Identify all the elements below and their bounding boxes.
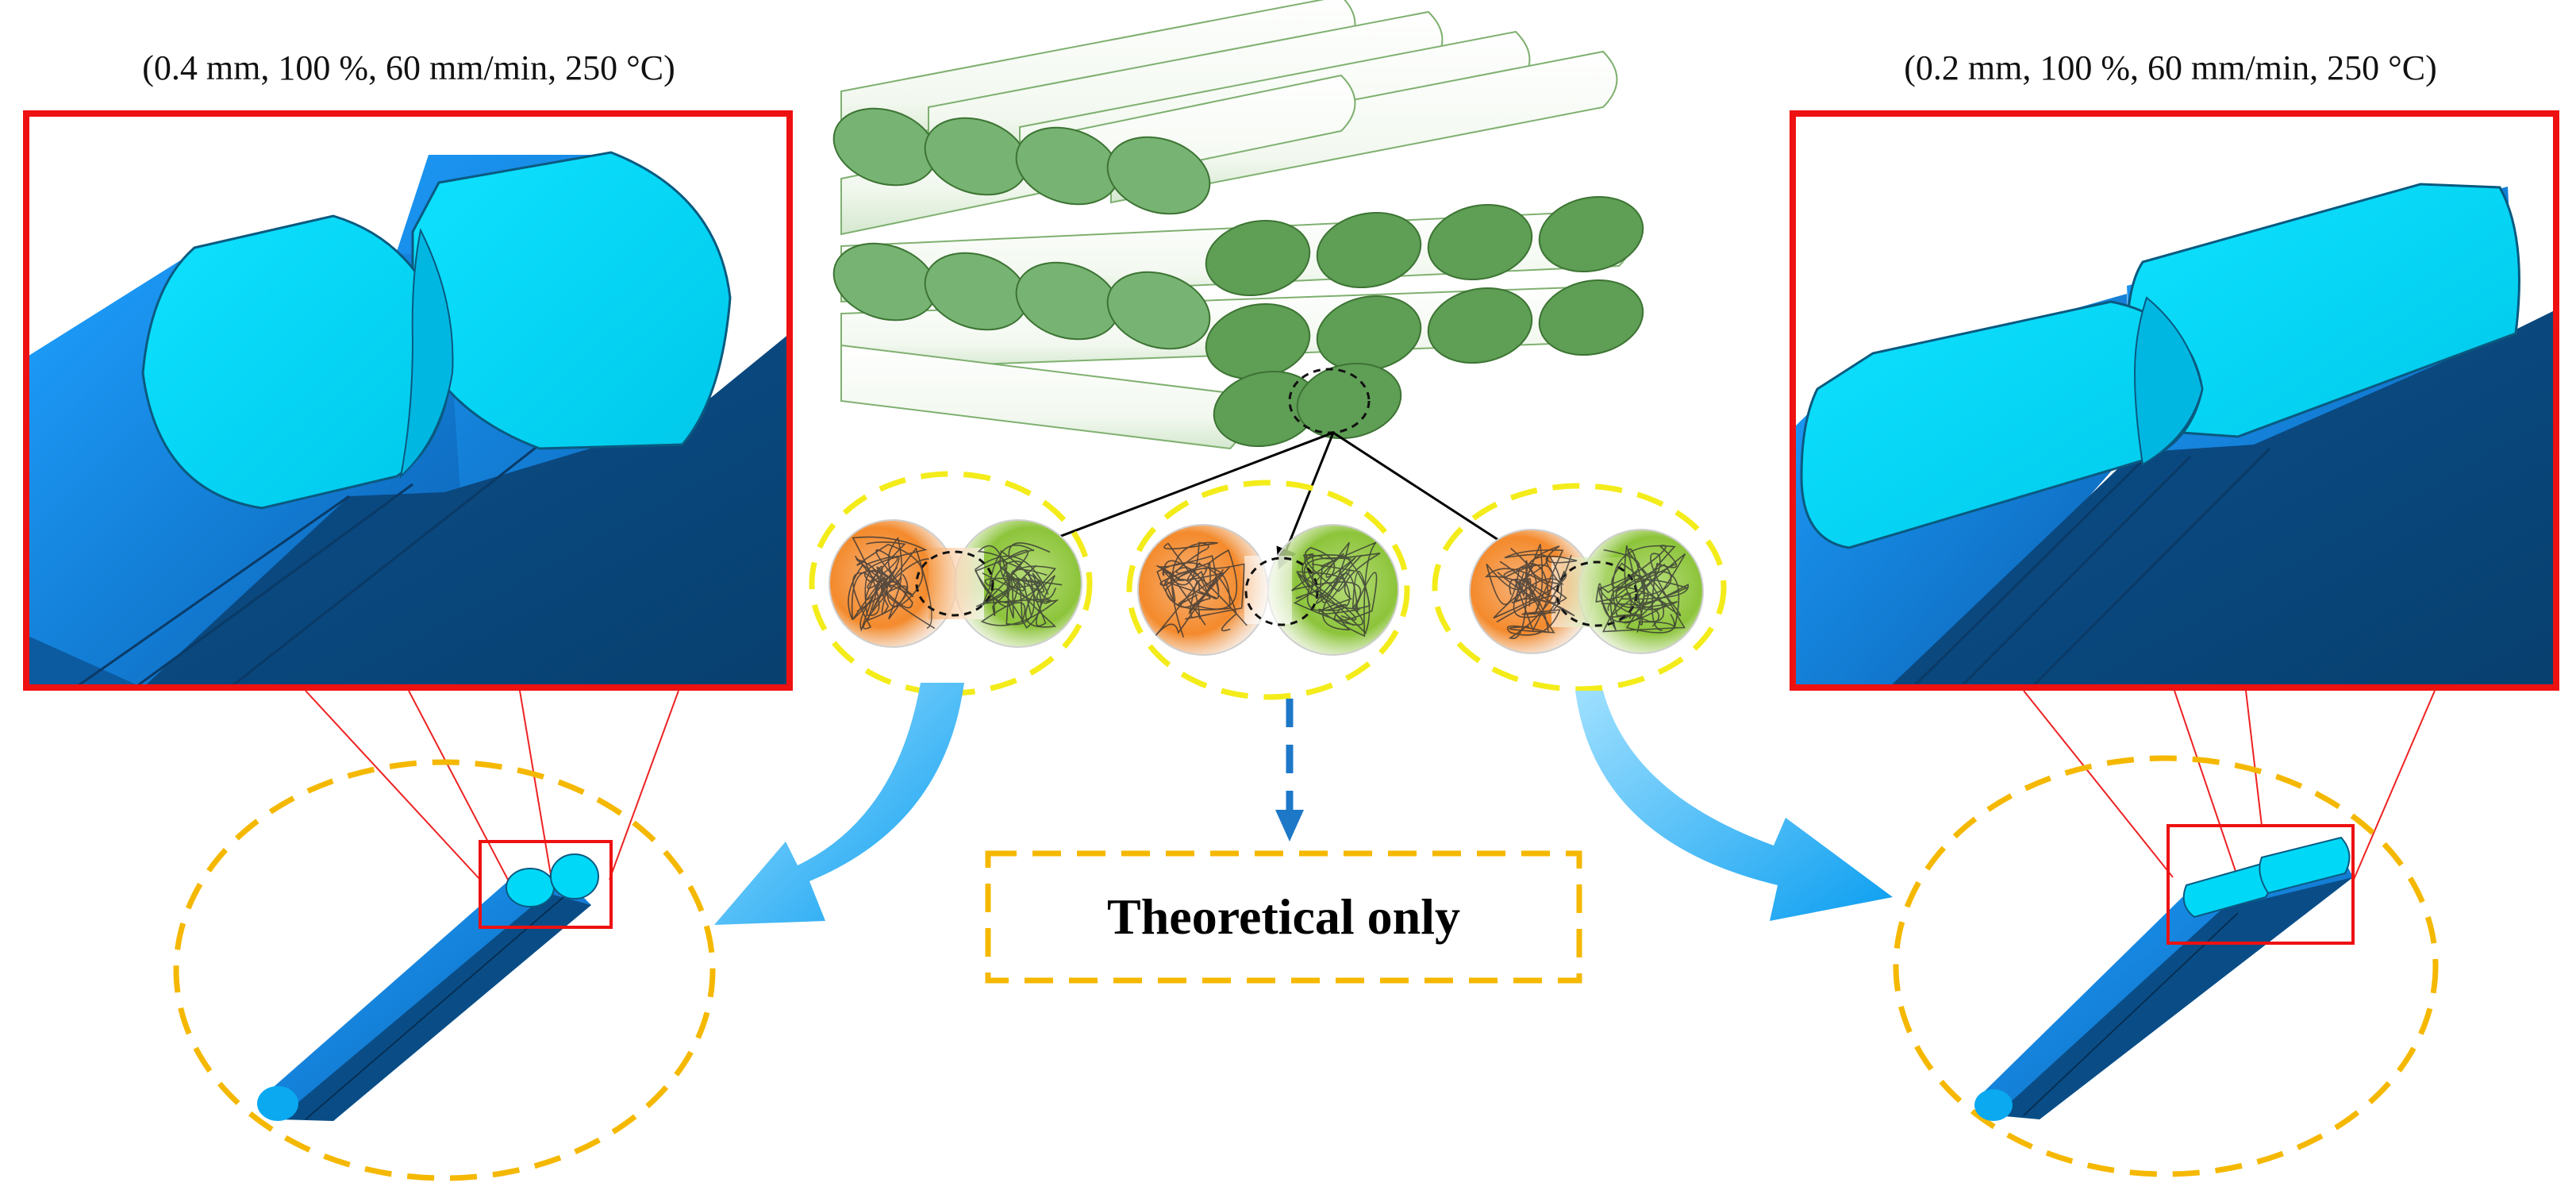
stack-rod-end-face (1427, 287, 1533, 364)
right-parameter-caption: (0.2 mm, 100 %, 60 mm/min, 250 °C) (1904, 48, 2437, 87)
stack-rod-end-face (1296, 362, 1402, 440)
left-magnifier-frame (23, 110, 793, 691)
theoretical-only-label-container: Theoretical only (988, 853, 1579, 980)
polymer-chain (1303, 553, 1381, 614)
polymer-chain (1293, 547, 1378, 631)
stack-rod-end-face (1316, 211, 1422, 289)
polymer-chain (852, 537, 913, 630)
polymer-chain (859, 558, 929, 632)
polymer-chain (1156, 555, 1237, 632)
left-small-filament (257, 853, 599, 1121)
stack-rod-end-face (1538, 195, 1644, 273)
theoretical-only-label: Theoretical only (1107, 888, 1460, 945)
stack-rod-body (1110, 50, 1618, 204)
polymer-chain (1615, 545, 1680, 633)
polymer-chain (1509, 545, 1578, 634)
stack-rod-end-face (1106, 271, 1211, 350)
polymer-chain (1595, 553, 1686, 633)
polymer-chain (852, 536, 928, 616)
stack-rod-end-face (1205, 219, 1311, 297)
polymer-chain (1599, 548, 1672, 622)
center-dashed-down-arrow (1275, 699, 1304, 842)
polymer-chain (1163, 541, 1248, 626)
polymer-chain (1485, 568, 1567, 636)
right-bottom-dashed-ellipse (1893, 755, 2439, 1177)
polymer-chain (1496, 564, 1558, 632)
polymer-chain (1598, 545, 1678, 631)
polymer-chain (1296, 541, 1359, 614)
left-magnified-panel (26, 114, 790, 688)
right-small-magnifier-box (2167, 824, 2355, 945)
interface-highlight-circle (1288, 368, 1371, 434)
left-small-magnifier-box (479, 840, 613, 929)
polymer-chain (1499, 544, 1564, 615)
left-bottom-dashed-ellipse (173, 759, 716, 1181)
polymer-chain (1611, 553, 1690, 624)
right-small-filament (1974, 836, 2353, 1121)
polymer-chain (1159, 567, 1231, 619)
left-curved-flow-arrow (714, 683, 964, 925)
polymer-chain (1155, 541, 1224, 638)
right-curved-flow-arrow (1575, 691, 1893, 921)
stack-rod-end-face (1106, 136, 1211, 215)
polymer-chain (975, 555, 1057, 626)
right-magnified-panel (1793, 114, 2556, 688)
polymer-chain (1163, 549, 1245, 620)
bonding-state-theoretical (1126, 480, 1410, 700)
filament-stack (832, 0, 1644, 450)
polymer-chain (848, 541, 914, 621)
stack-rod-end-face (1538, 279, 1644, 356)
polymer-chain-squiggles (848, 536, 1690, 639)
polymer-chain (1162, 566, 1231, 626)
left-callout-lines (305, 690, 679, 880)
left-parameter-caption: (0.4 mm, 100 %, 60 mm/min, 250 °C) (142, 48, 675, 87)
stack-rod-end-face (1427, 203, 1533, 281)
polymer-chain (856, 543, 932, 629)
bonding-state-strong (1432, 483, 1727, 692)
right-magnifier-frame (1790, 110, 2559, 691)
polymer-chain (1311, 541, 1377, 638)
